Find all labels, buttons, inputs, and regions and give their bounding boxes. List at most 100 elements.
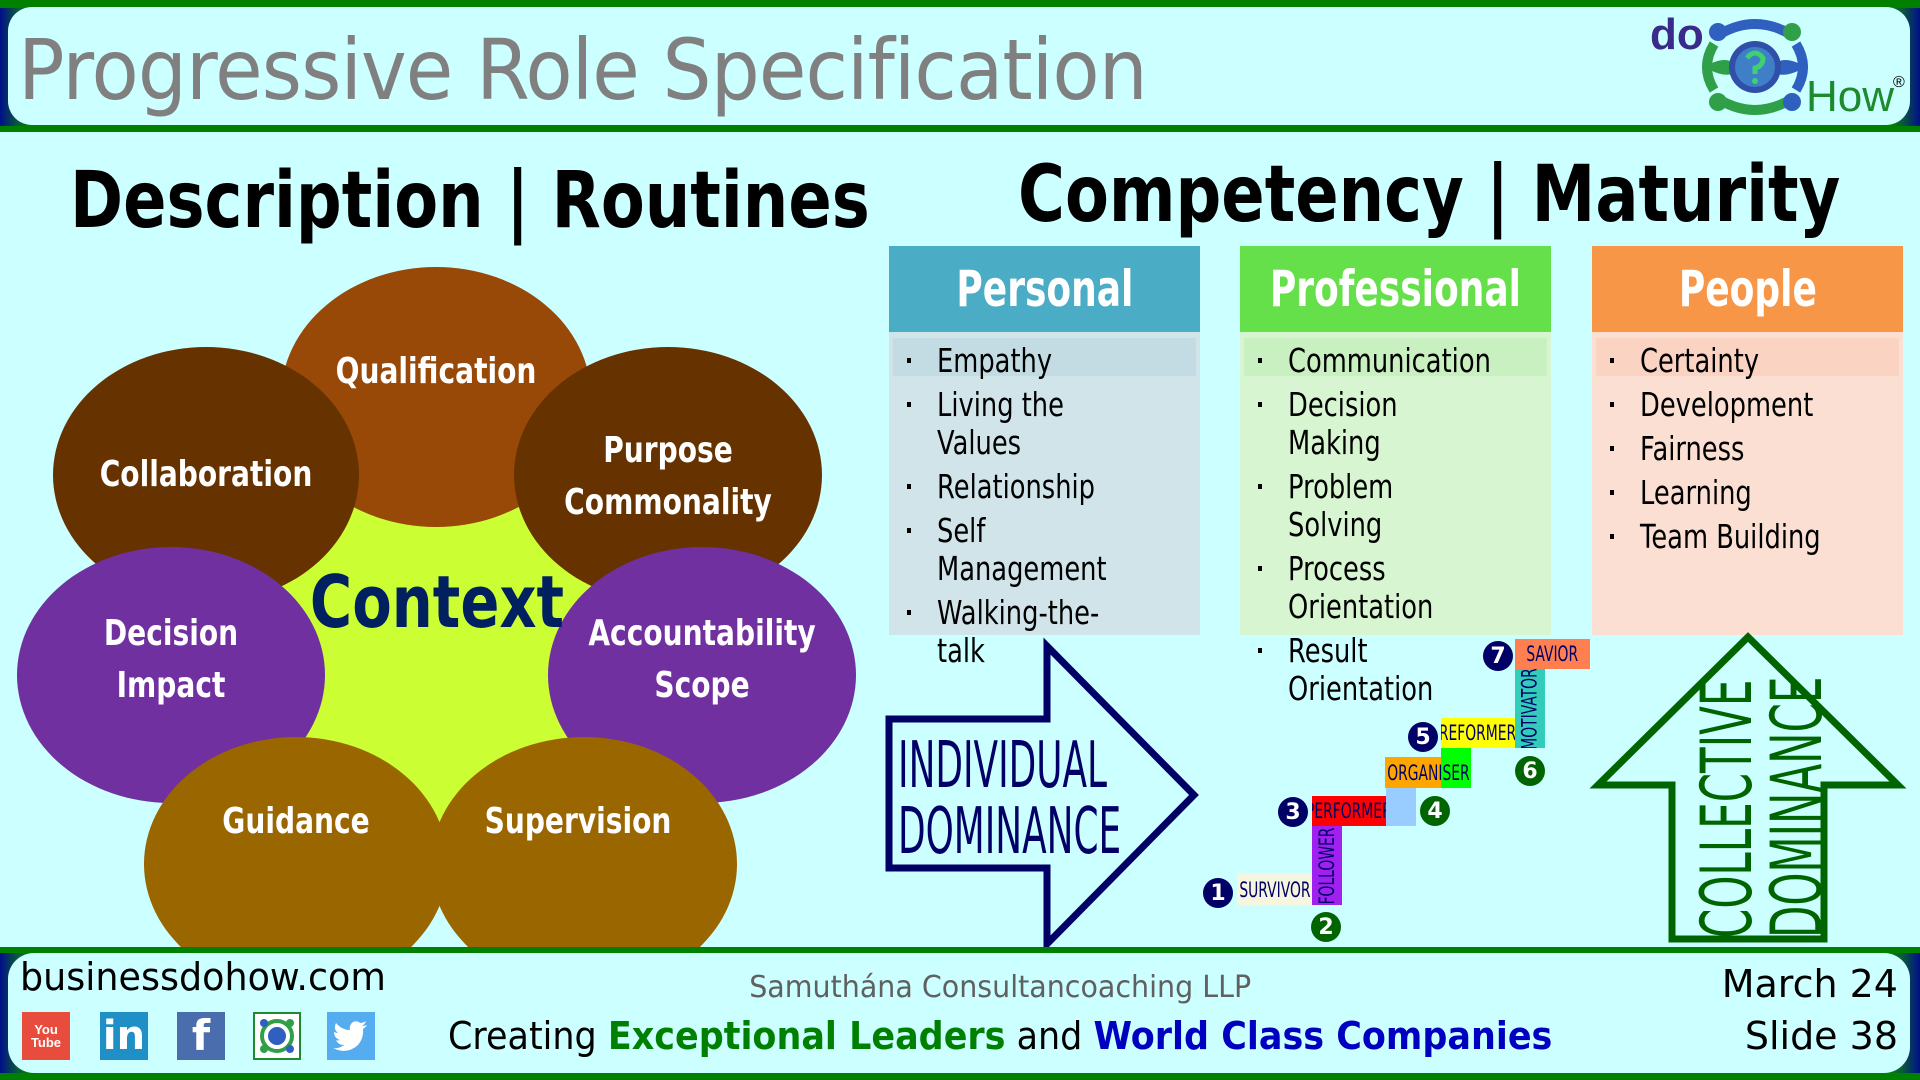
stair-step-organiser-suffix-block [1441, 748, 1471, 788]
slide-date: March 24 [1721, 962, 1898, 1006]
heading-description-routines: Description | Routines [70, 156, 870, 246]
stair-connector [1386, 788, 1416, 826]
stair-step-organiser-block [1385, 757, 1441, 788]
tagline-exceptional-leaders: Exceptional Leaders [607, 1014, 1006, 1058]
linkedin-icon[interactable]: in [100, 1012, 148, 1060]
ellipse-qualification [281, 267, 591, 527]
slide-number: Slide 38 [1744, 1014, 1898, 1058]
tagline: Creating Exceptional Leaders and World C… [0, 1014, 1920, 1058]
competency-title-professional: Professional [1240, 246, 1551, 332]
dohow-icon[interactable] [253, 1012, 301, 1060]
competency-item: Empathy [889, 342, 1200, 380]
first-item-highlight [893, 338, 1196, 376]
tagline-prefix: Creating [447, 1014, 608, 1058]
individual-dominance-label: INDIVIDUAL DOMINANCE [898, 729, 1122, 869]
bullet-icon [907, 528, 911, 533]
collective-dominance-label: COLLECTIVE DOMINANCE [1686, 676, 1838, 938]
logo-word-do: do [1650, 10, 1704, 59]
tagline-world-class: World Class Companies [1093, 1014, 1553, 1058]
competency-item: Walking-the-talk [889, 594, 1200, 670]
logo-word-how: How [1806, 72, 1895, 121]
stair-step-savior: SAVIOR [1515, 639, 1590, 669]
competency-item: Communication [1240, 342, 1551, 380]
bullet-icon [1610, 402, 1614, 407]
bullet-icon [1610, 358, 1614, 363]
ellipse-collaboration [53, 347, 359, 603]
competency-item: Decision Making [1240, 386, 1551, 462]
competency-item: Team Building [1592, 518, 1903, 556]
ellipse-purpose-commonality [514, 347, 822, 603]
ellipse-label-line: Purpose [603, 430, 733, 471]
ellipse-label-line: Supervision [484, 801, 672, 842]
competency-item: Certainty [1592, 342, 1903, 380]
competency-title-people: People [1592, 246, 1903, 332]
registered-mark: ® [1893, 74, 1905, 91]
step-number-badge-4: 4 [1420, 796, 1450, 826]
first-item-highlight [1244, 338, 1547, 376]
bullet-icon [1258, 484, 1262, 489]
page-title: Progressive Role Specification [18, 21, 1148, 119]
stair-step-survivor: SURVIVOR [1237, 874, 1312, 905]
competency-item: Process Orientation [1240, 550, 1551, 626]
bullet-icon [1258, 566, 1262, 571]
step-number-badge-7: 7 [1483, 641, 1513, 671]
company-name: Samuthána Consultancoaching LLP [749, 970, 1251, 1005]
heading-competency-maturity: Competency | Maturity [1018, 150, 1841, 240]
ellipse-label-supervision: Supervision [458, 796, 697, 848]
competency-item: Learning [1592, 474, 1903, 512]
step-number-badge-3: 3 [1278, 797, 1308, 827]
facebook-icon[interactable]: f [177, 1011, 225, 1060]
bullet-icon [907, 358, 911, 363]
ellipse-label-collaboration: Collaboration [70, 449, 343, 501]
step-number-badge-6: 6 [1515, 756, 1545, 786]
stair-step-reformer: REFORMER [1441, 718, 1515, 748]
footer-panel [8, 953, 1910, 1073]
ellipse-guidance [144, 737, 448, 950]
stair-step-motivator: MOTIVATOR [1515, 669, 1545, 748]
bullet-icon [1258, 358, 1262, 363]
header-panel [8, 7, 1910, 125]
ellipse-label-qualification: Qualification [307, 346, 564, 398]
bullet-icon [1610, 446, 1614, 451]
competency-item: Living the Values [889, 386, 1200, 462]
dohow-logo-icon [1702, 19, 1808, 115]
competency-item: Fairness [1592, 430, 1903, 468]
bullet-icon [1610, 534, 1614, 539]
competency-item: Self Management [889, 512, 1200, 588]
ellipse-label-line: Collaboration [99, 454, 313, 495]
website-link[interactable]: businessdohow.com [20, 955, 386, 999]
ellipse-label-line: Accountability [588, 613, 816, 654]
step-number-badge-5: 5 [1408, 722, 1438, 752]
bullet-icon [1610, 490, 1614, 495]
stair-step-organiser: ORGANISER [1386, 760, 1470, 785]
competency-item: Relationship [889, 468, 1200, 506]
bullet-icon [907, 610, 911, 615]
youtube-icon[interactable]: You Tube [22, 1012, 70, 1060]
context-label: Context [309, 560, 565, 644]
ellipse-label-line: Impact [116, 665, 226, 706]
step-number-badge-2: 2 [1311, 912, 1341, 942]
ellipse-label-line: Commonality [564, 482, 772, 523]
twitter-icon[interactable] [327, 1012, 375, 1060]
ellipse-decision-impact [17, 547, 325, 803]
bullet-icon [1258, 402, 1262, 407]
ellipse-label-line: Scope [654, 665, 750, 706]
tagline-middle: and [1005, 1014, 1094, 1058]
stair-step-follower: FOLLOWER [1312, 826, 1342, 905]
ellipse-label-line: Decision [103, 613, 239, 654]
competency-item: Result Orientation [1240, 632, 1551, 708]
ellipse-cluster [17, 267, 856, 950]
ellipse-label-guidance: Guidance [202, 796, 391, 848]
ellipse-supervision [431, 737, 737, 950]
competency-item: Problem Solving [1240, 468, 1551, 544]
ellipse-label-line: Qualification [335, 351, 537, 392]
step-number-badge-1: 1 [1203, 878, 1233, 908]
